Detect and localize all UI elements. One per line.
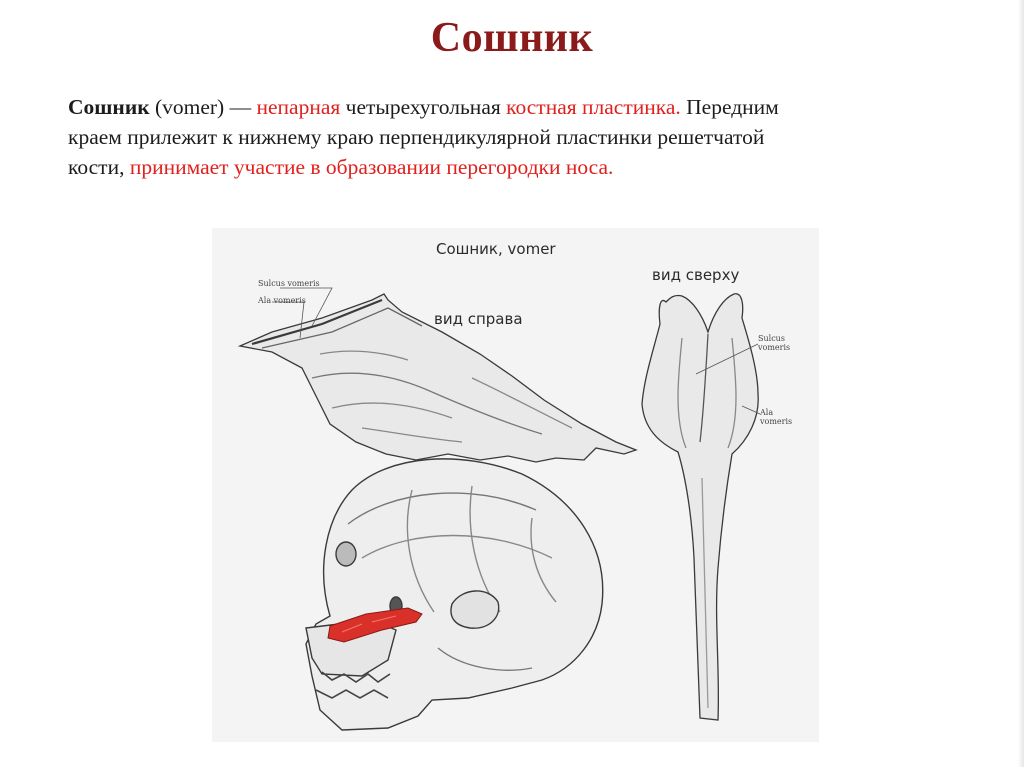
skull-illustration — [305, 458, 604, 731]
ala-label-line-2: vomeris — [760, 417, 793, 426]
vomer-anatomy-figure: Сошник, vomer вид справа вид сверху Sulc… — [212, 228, 819, 742]
ala-vomeris-label-left: Ala vomeris — [258, 296, 306, 305]
slide-edge-shadow — [1018, 0, 1024, 767]
sulcus-label-line-2: vomeris — [758, 343, 791, 352]
sulcus-vomeris-label-left: Sulcus vomeris — [258, 279, 320, 288]
slide-title: Сошник — [430, 15, 594, 61]
definition-highlight-2: костная пластинка. — [506, 95, 681, 119]
definition-highlight-1: непарная — [256, 95, 341, 119]
definition-text-3: Передним краем прилежит к нижнему краю п… — [68, 95, 779, 179]
definition-text-2: четырехугольная — [340, 95, 507, 119]
vomer-side-view-illustration — [237, 293, 638, 463]
top-view-leader-lines — [695, 343, 761, 415]
view-right-label: вид справа — [434, 310, 523, 328]
sulcus-label-line-1: Sulcus — [758, 334, 785, 343]
definition-paragraph: Сошник (vomer) — непарная четырехугольна… — [68, 92, 808, 182]
definition-text-1: (vomer) — — [149, 95, 257, 119]
definition-highlight-3: принимает участие в образовании перегоро… — [129, 155, 614, 179]
vomer-top-view-illustration — [641, 293, 759, 721]
side-view-leader-lines — [272, 287, 333, 339]
ala-label-line-1: Ala — [760, 408, 774, 417]
view-top-label: вид сверху — [652, 266, 740, 284]
vomer-highlight-in-skull — [327, 607, 423, 643]
figure-title: Сошник, vomer — [436, 240, 556, 258]
anatomy-illustration — [237, 287, 761, 731]
definition-term: Сошник — [68, 95, 150, 119]
